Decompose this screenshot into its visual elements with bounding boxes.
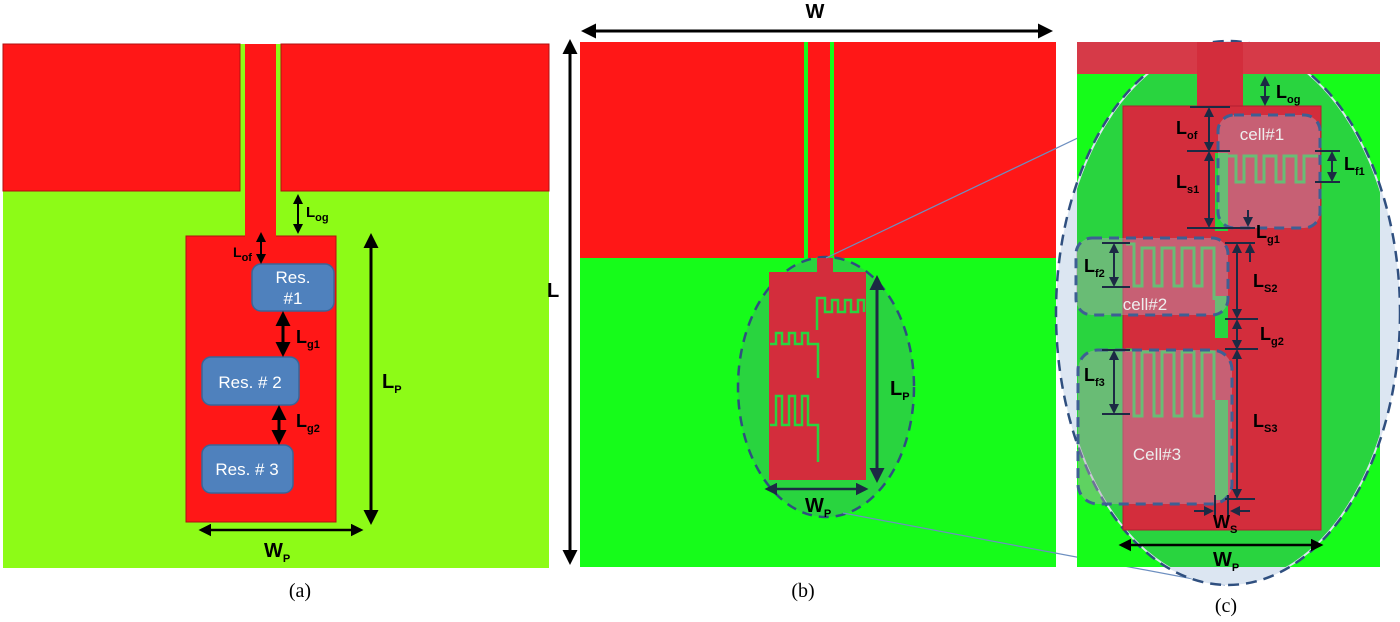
ground-plane-right xyxy=(834,42,1056,258)
dim-label-lg1: Lg1 xyxy=(296,327,320,351)
cell-3-outline xyxy=(1076,348,1234,506)
caption-c: (c) xyxy=(1215,595,1237,617)
dim-label-lp: LP xyxy=(382,371,402,396)
dim-label-w: W xyxy=(806,1,825,23)
dim-label-wp: WP xyxy=(1213,549,1239,574)
resonator-3 xyxy=(201,444,294,494)
dim-label-lg1: Lg1 xyxy=(1256,222,1280,246)
ground-plane-left xyxy=(580,42,804,258)
dim-label-l: L xyxy=(547,280,559,302)
caption-a: (a) xyxy=(289,580,311,602)
panel-c: cell#1 cell#2 Cell#3 xyxy=(1054,39,1400,617)
caption-b: (b) xyxy=(791,580,814,602)
feed-line xyxy=(245,44,276,236)
dim-label-log: Log xyxy=(1276,82,1300,106)
resonator-2 xyxy=(201,356,300,406)
dim-label-lf2: Lf2 xyxy=(1084,256,1105,280)
cell-3-label: Cell#3 xyxy=(1133,445,1181,464)
resonator-1 xyxy=(251,263,335,312)
zoom-connector-bottom xyxy=(842,512,1226,586)
panel-b: W L LP WP (b) xyxy=(547,1,1056,602)
resonator-1-label: Res. xyxy=(276,268,311,287)
zoom-connector-top xyxy=(825,124,1106,259)
panel-a: Res. #1 Res. # 2 Res. # 3 Log Lof Lg1 Lg… xyxy=(2,43,550,602)
dim-label-lof: Lof xyxy=(1176,118,1198,142)
dim-label-ws: WS xyxy=(1213,512,1237,536)
dim-label-wp: WP xyxy=(805,495,831,520)
dim-label-ls2: LS2 xyxy=(1253,271,1277,295)
meander-slots xyxy=(770,296,866,462)
dim-label-lf3: Lf3 xyxy=(1084,365,1105,389)
dim-label-lf1: Lf1 xyxy=(1344,154,1365,178)
dim-label-ls1: Ls1 xyxy=(1176,172,1199,196)
dim-label-wp: WP xyxy=(264,540,290,565)
dim-label-lg2: Lg2 xyxy=(1260,324,1284,348)
feed-line xyxy=(1197,42,1243,106)
dim-label-ls3: LS3 xyxy=(1253,411,1277,435)
cell-1-outline xyxy=(1216,113,1322,230)
dim-label-log: Log xyxy=(306,204,329,224)
cell-2-label: cell#2 xyxy=(1123,295,1167,314)
dim-label-lof: Lof xyxy=(233,244,252,264)
resonator-1-number: #1 xyxy=(284,289,303,308)
ground-plane-left xyxy=(2,43,241,192)
resonator-3-label: Res. # 3 xyxy=(215,460,278,479)
dim-label-lg2: Lg2 xyxy=(296,411,320,435)
feed-line xyxy=(808,42,830,258)
resonator-2-label: Res. # 2 xyxy=(218,373,281,392)
dim-label-lp: LP xyxy=(890,378,910,403)
ground-plane-right xyxy=(280,43,550,192)
meander-slots xyxy=(1126,154,1318,418)
cell-1-label: cell#1 xyxy=(1240,125,1284,144)
